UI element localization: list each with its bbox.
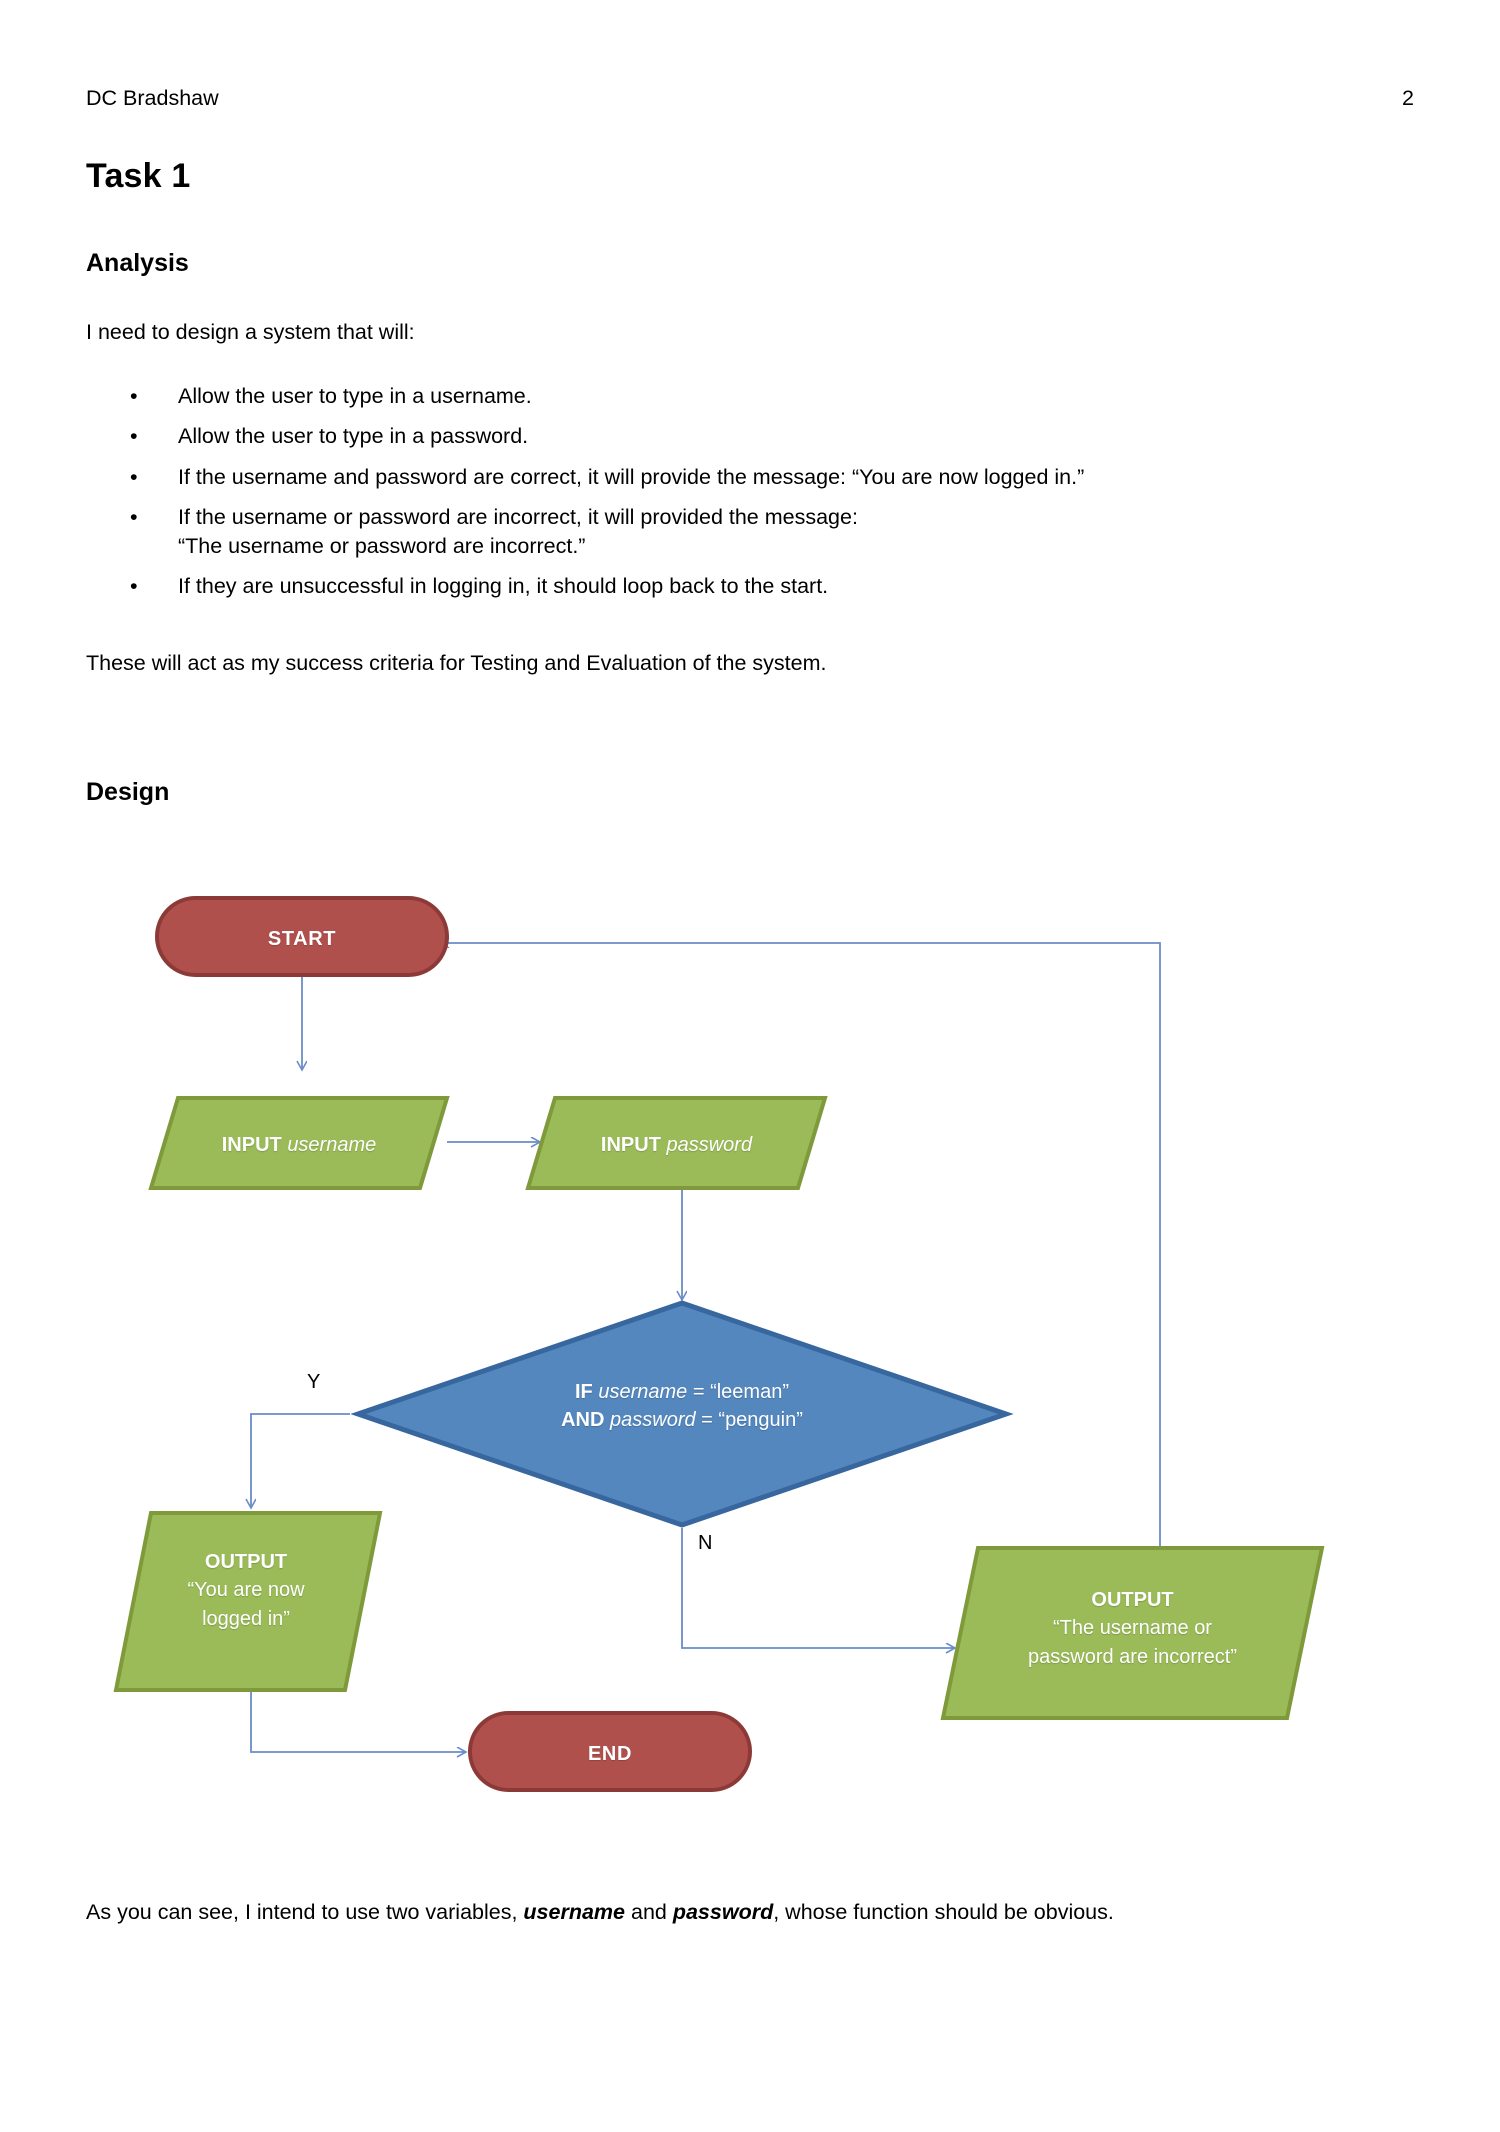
input-password-keyword: INPUT xyxy=(600,1134,661,1156)
bullet-icon: • xyxy=(130,464,138,489)
list-item-text: Allow the user to type in a password. xyxy=(178,424,529,449)
header-author: DC Bradshaw xyxy=(86,86,219,110)
connector-output-fail-to-start xyxy=(440,943,1161,1548)
decision-line-1: IF username = “leeman” xyxy=(575,1381,789,1403)
list-item-text: Allow the user to type in a username. xyxy=(178,384,532,408)
node-output-fail xyxy=(940,1546,1325,1720)
branch-label-yes: Y xyxy=(307,1371,321,1393)
list-item: • Allow the user to type in a password. xyxy=(86,422,1386,451)
list-item-text: If the username or password are incorrec… xyxy=(178,504,858,529)
input-password-variable: password xyxy=(666,1134,753,1156)
bullet-icon: • xyxy=(130,573,138,598)
analysis-intro: I need to design a system that will: xyxy=(86,320,415,344)
node-input-password xyxy=(525,1096,828,1190)
closing-paragraph: As you can see, I intend to use two vari… xyxy=(86,1900,1114,1925)
output-success-keyword: OUTPUT xyxy=(204,1551,288,1573)
connector-output-success-to-end xyxy=(250,1690,466,1752)
branch-label-no: N xyxy=(698,1532,713,1554)
node-decision xyxy=(350,1300,1014,1528)
output-success-line-1: “You are now xyxy=(187,1579,305,1602)
section-heading-analysis: Analysis xyxy=(86,249,189,277)
variable-password: password xyxy=(672,1900,774,1924)
list-item: • If they are unsuccessful in logging in… xyxy=(86,572,1386,601)
list-item: • Allow the user to type in a username. xyxy=(86,382,1386,411)
node-start xyxy=(155,896,449,977)
bullet-icon: • xyxy=(130,504,138,529)
list-item-text: If they are unsuccessful in logging in, … xyxy=(178,573,829,598)
closing-text-before: As you can see, I intend to use two vari… xyxy=(86,1900,524,1924)
connector-no-to-output-fail xyxy=(681,1528,955,1648)
node-end xyxy=(468,1711,752,1792)
node-output-success-label: OUTPUT “You are now logged in” xyxy=(130,1548,362,1633)
node-input-password-label: INPUT password xyxy=(528,1131,825,1159)
output-fail-line-2: password are incorrect” xyxy=(1028,1645,1237,1668)
node-input-username-label: INPUT username xyxy=(151,1131,447,1159)
node-input-username xyxy=(148,1096,450,1190)
requirements-list: • Allow the user to type in a username. … xyxy=(86,382,1386,612)
input-username-keyword: INPUT xyxy=(221,1134,282,1156)
page-title: Task 1 xyxy=(86,157,191,195)
decision-line-2: AND password = “penguin” xyxy=(561,1409,803,1432)
list-item-text: If the username and password are correct… xyxy=(178,464,1085,489)
document-header: DC Bradshaw 2 xyxy=(86,86,1414,112)
node-output-success xyxy=(113,1511,383,1692)
input-username-variable: username xyxy=(287,1134,377,1156)
bullet-icon: • xyxy=(130,424,138,449)
output-fail-keyword: OUTPUT xyxy=(1091,1589,1174,1611)
closing-text-mid: and xyxy=(625,1900,673,1924)
section-heading-design: Design xyxy=(86,778,170,806)
variable-username: username xyxy=(523,1900,626,1924)
node-output-fail-label: OUTPUT “The username or password are inc… xyxy=(960,1586,1305,1671)
bullet-icon: • xyxy=(130,384,138,408)
list-item: • If the username and password are corre… xyxy=(86,463,1386,492)
closing-text-after: , whose function should be obvious. xyxy=(773,1900,1114,1924)
analysis-closing: These will act as my success criteria fo… xyxy=(86,651,827,675)
node-end-label: END xyxy=(587,1743,633,1765)
output-fail-line-1: “The username or xyxy=(1053,1617,1212,1640)
list-item-text-line2: “The username or password are incorrect.… xyxy=(178,533,586,558)
header-page-number: 2 xyxy=(1402,86,1414,110)
output-success-line-2: logged in” xyxy=(202,1607,290,1630)
connector-yes-to-output-success xyxy=(251,1413,350,1508)
node-decision-label: IF username = “leeman” AND password = “p… xyxy=(482,1378,882,1435)
node-start-label: START xyxy=(267,928,337,950)
flowchart-connectors xyxy=(250,943,1161,1752)
list-item: • If the username or password are incorr… xyxy=(86,503,1386,561)
